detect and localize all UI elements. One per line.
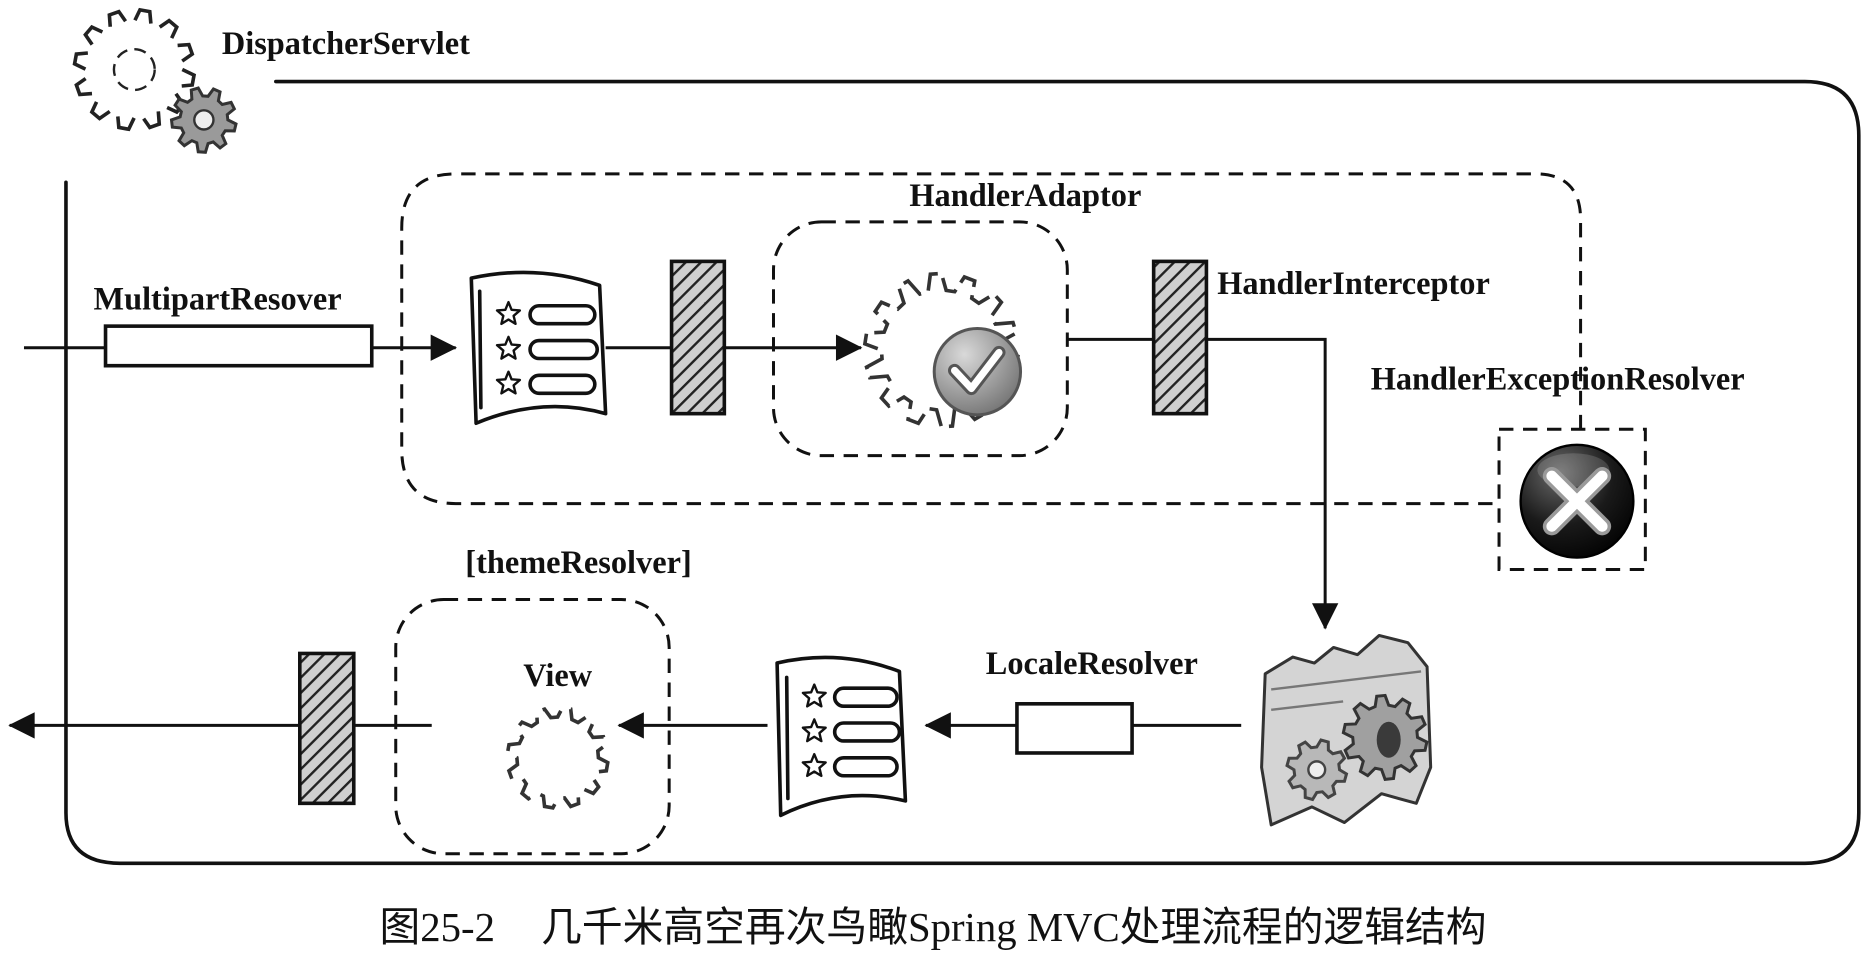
post-interceptor-hatched-bar-icon [1151, 259, 1209, 416]
handler-exception-resolver-label: HandlerExceptionResolver [1371, 362, 1745, 398]
list-capsule [832, 755, 899, 778]
servlet-gears-icon [72, 7, 238, 154]
locale-resolver-label: LocaleResolver [986, 646, 1198, 682]
star-icon [801, 752, 827, 778]
view-resolver-paper-fold [1271, 670, 1422, 712]
figure-title: 几千米高空再次鸟瞰Spring MVC处理流程的逻辑结构 [541, 905, 1486, 950]
list-capsule [528, 338, 600, 361]
list-capsule [528, 373, 597, 396]
exception-resolver-region [1497, 427, 1647, 572]
star-icon [495, 370, 522, 395]
figure-number: 图25-2 [380, 905, 495, 950]
view-resolver-gear-hole [1376, 721, 1401, 758]
handler-adaptor-region [400, 172, 1583, 506]
interceptor-to-view-resolver-arrow [1206, 337, 1339, 630]
dispatcher-servlet-label: DispatcherServlet [222, 26, 470, 62]
list-capsule [832, 721, 902, 743]
gear-check-icon [862, 271, 1023, 429]
gear-outline-icon [505, 705, 610, 810]
view-gear-outline [505, 705, 610, 810]
theme-resolver-label: [themeResolver] [465, 545, 691, 581]
locale-resolver-box [1015, 702, 1134, 755]
figure-caption: 图25-2 几千米高空再次鸟瞰Spring MVC处理流程的逻辑结构 [380, 905, 1487, 950]
handler-adaptor-label: HandlerAdaptor [909, 178, 1141, 214]
document-spine [477, 289, 483, 410]
document-list-icon [775, 655, 908, 818]
close-circle-icon [1519, 443, 1635, 559]
view-resolver-small-gear-hole [1307, 760, 1327, 780]
multipart-resolver-label: MultipartResover [94, 281, 342, 317]
handler-interceptor-label: HandlerInterceptor [1217, 266, 1490, 302]
star-icon [801, 718, 827, 743]
view-label: View [523, 658, 593, 694]
star-icon [495, 300, 522, 326]
multipart-resolver-box [103, 324, 374, 368]
servlet-large-gear-hole [112, 47, 156, 92]
pre-interceptor-hatched-bar-icon [669, 259, 727, 416]
close-x-icon [1546, 470, 1608, 532]
star-icon [495, 335, 522, 360]
document-spine [784, 675, 790, 801]
list-capsule [832, 686, 899, 709]
servlet-small-gear-hole [193, 109, 215, 131]
check-mark-icon [950, 348, 1003, 393]
list-capsule [528, 303, 597, 326]
paper-gears-icon [1260, 633, 1433, 827]
document-list-icon [469, 270, 608, 426]
dispatcher-servlet-boundary [64, 79, 1861, 866]
star-icon [801, 683, 827, 708]
completion-interceptor-hatched-bar-icon [298, 651, 356, 806]
